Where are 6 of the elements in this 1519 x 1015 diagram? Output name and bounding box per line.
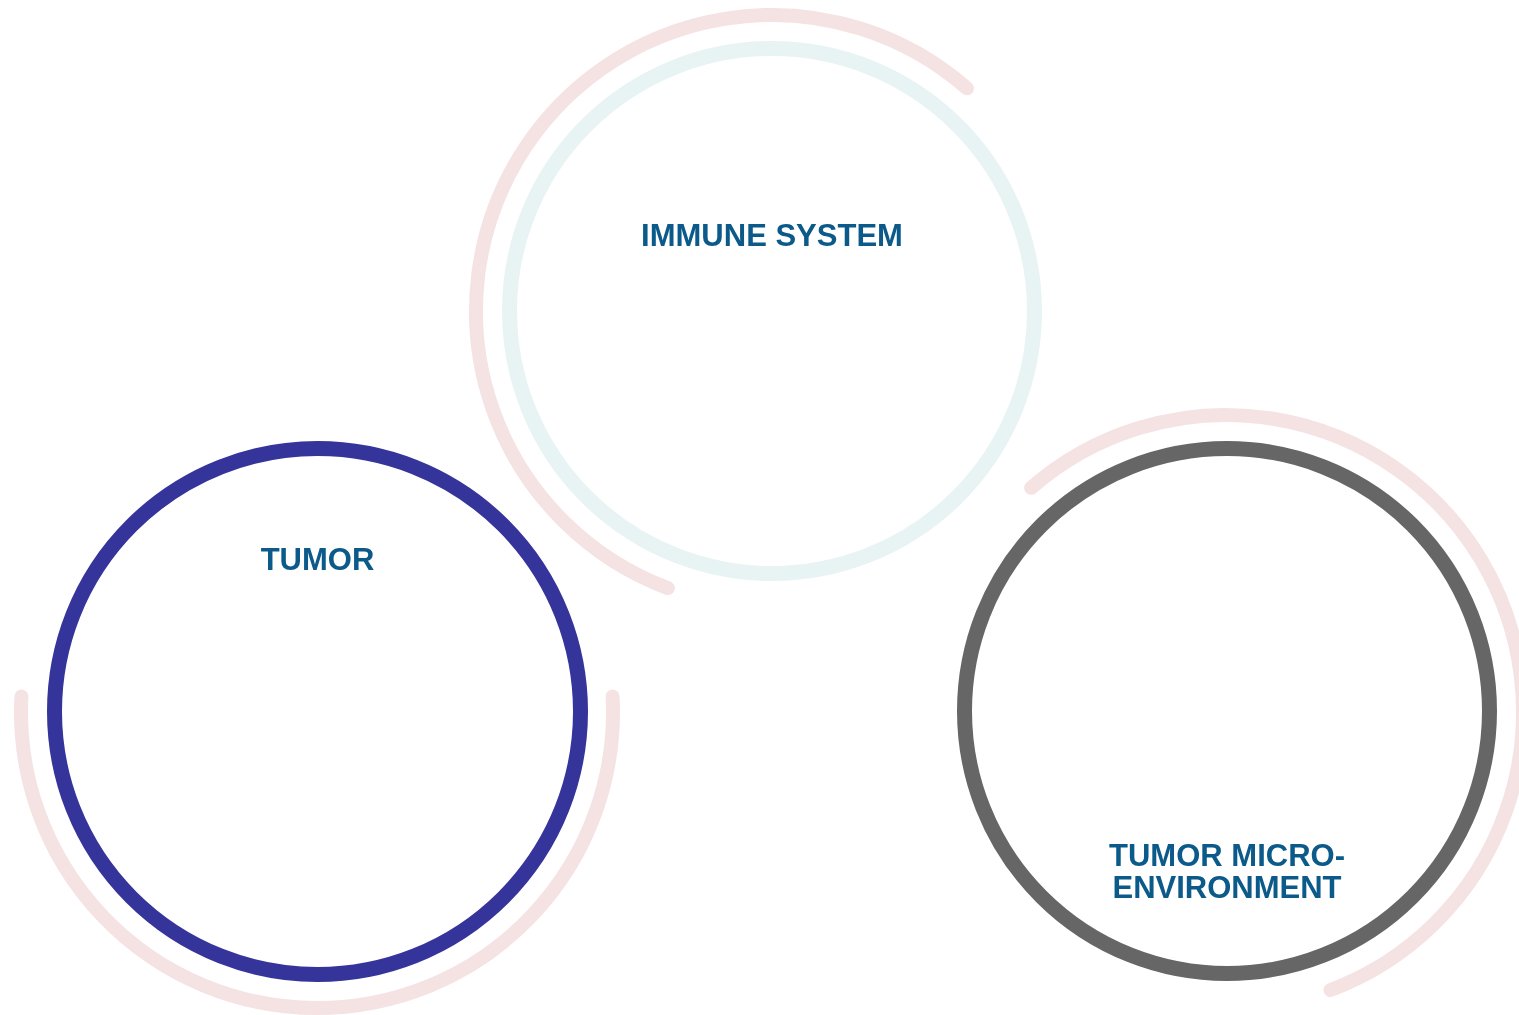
circle-label: TUMOR [259,544,376,576]
circle-label: IMMUNE SYSTEM [640,220,904,252]
circle-label: TUMOR MICRO- ENVIRONMENT [1108,840,1346,904]
circle-outline [502,41,1042,581]
circle-outline [47,441,588,982]
circle-outline [957,441,1497,981]
